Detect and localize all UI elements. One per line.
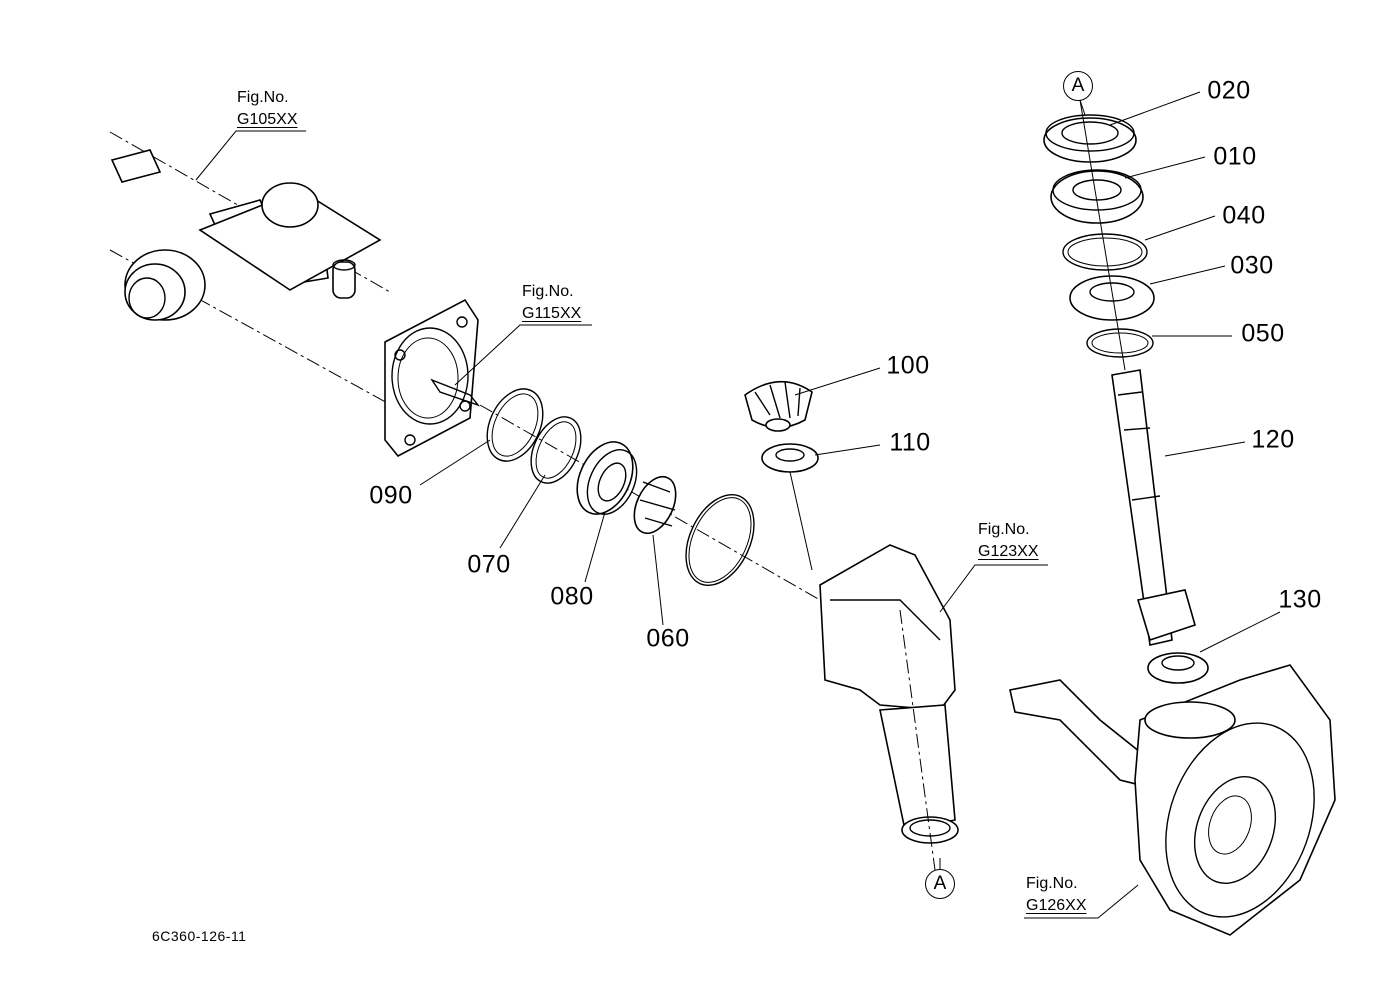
figure-ref-code[interactable]: G105XX bbox=[237, 111, 298, 128]
part-label-010[interactable]: 010 bbox=[1213, 142, 1257, 171]
bearing-080-drawing bbox=[576, 441, 638, 515]
part-label-120[interactable]: 120 bbox=[1251, 425, 1295, 454]
flange-plate-drawing bbox=[384, 298, 821, 601]
part-label-040[interactable]: 040 bbox=[1222, 201, 1266, 230]
part-label-110[interactable]: 110 bbox=[889, 428, 931, 457]
figure-ref-label: Fig.No. bbox=[1026, 875, 1078, 892]
figure-ref-label: Fig.No. bbox=[978, 521, 1030, 538]
figure-ref-g123xx[interactable]: Fig.No. G123XX bbox=[978, 519, 1038, 563]
gear-100-drawing bbox=[744, 380, 813, 432]
leader-lines bbox=[195, 91, 1281, 919]
drawing-id: 6C360-126-11 bbox=[152, 928, 247, 944]
knuckle-housing-drawing bbox=[1009, 664, 1336, 936]
shaft-120-drawing bbox=[1111, 369, 1196, 646]
figure-ref-code[interactable]: G126XX bbox=[1026, 897, 1087, 914]
figure-ref-code[interactable]: G115XX bbox=[522, 305, 582, 322]
bearing-110-drawing bbox=[761, 443, 819, 571]
bearing-030-drawing bbox=[1069, 275, 1155, 321]
part-label-070[interactable]: 070 bbox=[467, 550, 511, 579]
figure-ref-g115xx[interactable]: Fig.No. G115XX bbox=[522, 281, 581, 325]
gear-060-drawing bbox=[633, 475, 677, 535]
figure-ref-code[interactable]: G123XX bbox=[978, 543, 1039, 560]
part-label-050[interactable]: 050 bbox=[1241, 319, 1285, 348]
part-label-020[interactable]: 020 bbox=[1207, 76, 1251, 105]
bearing-130-drawing bbox=[1147, 652, 1209, 684]
bearing-010-drawing bbox=[1050, 169, 1144, 224]
part-label-130[interactable]: 130 bbox=[1278, 585, 1322, 614]
part-label-100[interactable]: 100 bbox=[886, 351, 930, 380]
figure-ref-label: Fig.No. bbox=[522, 283, 574, 300]
elbow-case-drawing bbox=[819, 544, 959, 871]
part-label-060[interactable]: 060 bbox=[646, 624, 690, 653]
seal-020-drawing bbox=[1043, 114, 1137, 163]
callout-a-top[interactable]: A bbox=[1063, 71, 1093, 101]
part-label-080[interactable]: 080 bbox=[550, 582, 594, 611]
figure-ref-label: Fig.No. bbox=[237, 89, 289, 106]
figure-ref-g126xx[interactable]: Fig.No. G126XX bbox=[1026, 873, 1086, 917]
part-label-030[interactable]: 030 bbox=[1230, 251, 1274, 280]
figure-ref-g105xx[interactable]: Fig.No. G105XX bbox=[237, 87, 297, 131]
callout-a-bottom[interactable]: A bbox=[925, 869, 955, 899]
axle-housing-drawing bbox=[109, 131, 401, 411]
part-label-090[interactable]: 090 bbox=[369, 481, 413, 510]
